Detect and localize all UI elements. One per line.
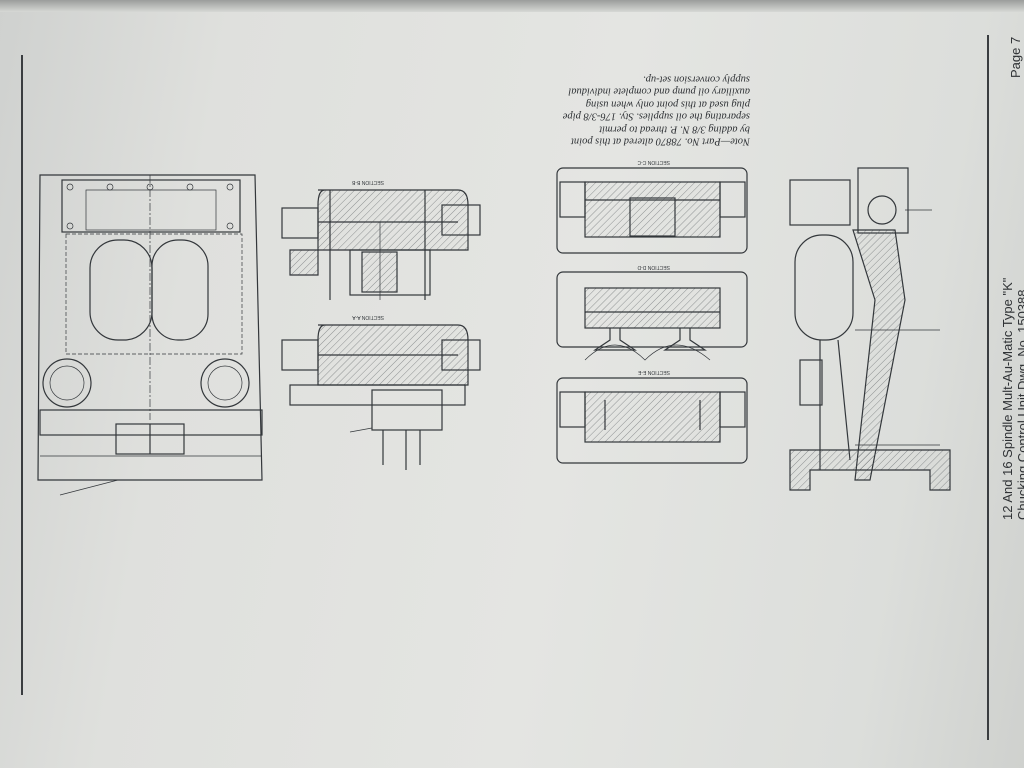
section-d-d-view	[556, 271, 748, 361]
section-a-a-view	[281, 324, 481, 470]
section-b-label: SECTION B-B	[351, 179, 384, 185]
front-view	[37, 174, 263, 496]
section-d-label: SECTION D-D	[637, 264, 670, 270]
section-c-label: SECTION C-C	[637, 159, 670, 165]
section-e-e-view	[556, 377, 748, 464]
section-c-c-view	[556, 167, 748, 254]
page-edge-shadow	[0, 0, 1024, 12]
section-e-label: SECTION E-E	[637, 369, 670, 375]
section-a-label: SECTION A-A	[352, 314, 384, 320]
side-view	[789, 167, 951, 491]
left-margin-rule	[21, 55, 23, 695]
right-margin-rule	[987, 35, 989, 740]
section-b-b-view	[281, 189, 481, 300]
